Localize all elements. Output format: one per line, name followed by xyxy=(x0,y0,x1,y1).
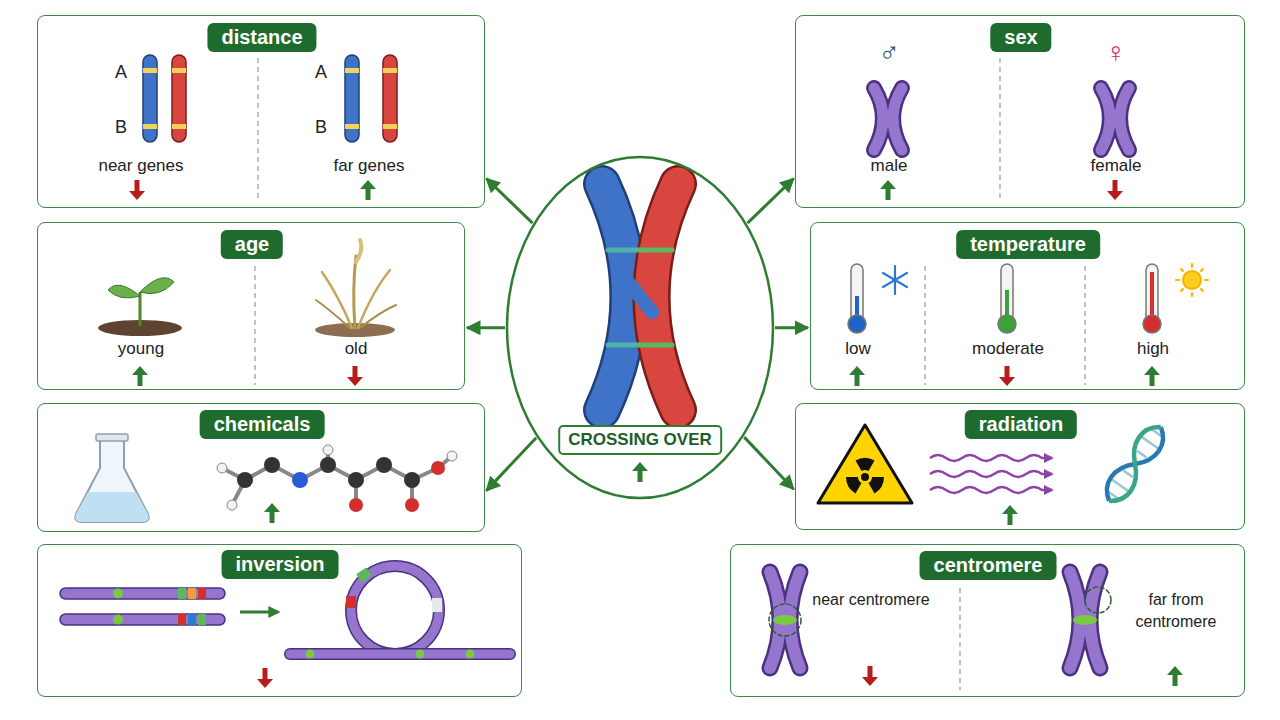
factor-label: near genes xyxy=(98,156,183,176)
molecule xyxy=(217,445,457,512)
factor-label: low xyxy=(845,339,871,359)
thermometer-low xyxy=(848,264,866,333)
factor-panel: distanceA Bnear genes A Bfar genes xyxy=(37,15,485,208)
sun xyxy=(1176,264,1208,296)
young-seedling xyxy=(98,278,182,336)
x-chromosome xyxy=(874,88,1129,150)
centromere-chromosomes xyxy=(769,572,1111,668)
gene-letter: A xyxy=(315,62,327,83)
panel-heading: radiation xyxy=(965,410,1077,439)
panel-heading: sex xyxy=(990,23,1051,52)
factor-panel: centromere near centromere far from centro… xyxy=(730,544,1245,697)
gene-letter: B xyxy=(315,117,327,138)
circle-outline xyxy=(507,157,773,498)
old-plant xyxy=(315,240,396,337)
factor-panel: age young old xyxy=(37,222,465,390)
factor-panel: radiation xyxy=(795,403,1245,530)
factor-arrow xyxy=(486,179,532,224)
inversion-chromosomes xyxy=(60,566,510,659)
gene-letter: B xyxy=(115,117,127,138)
flask xyxy=(75,434,149,522)
factor-label: near centromere xyxy=(811,589,931,611)
thermometer-moderate xyxy=(998,264,1016,333)
factor-label: female xyxy=(1090,156,1141,176)
factor-label: old xyxy=(345,339,368,359)
factor-panel: temperature low moderate high xyxy=(810,222,1245,390)
sex-symbol: ♂ xyxy=(879,38,900,69)
panel-heading: centromere xyxy=(920,551,1057,580)
panel-heading: age xyxy=(221,230,283,259)
factor-label: far genes xyxy=(334,156,405,176)
factor-arrow xyxy=(744,437,793,489)
panel-heading: chemicals xyxy=(200,410,325,439)
factor-label: young xyxy=(118,339,164,359)
radiation-sign xyxy=(818,425,912,503)
thermometer-high xyxy=(1143,264,1161,333)
factor-panel: chemicals xyxy=(37,403,485,532)
center-circle: CROSSING OVER xyxy=(505,155,775,500)
factor-panel: sex ♂ male ♀ female xyxy=(795,15,1245,208)
panel-heading: inversion xyxy=(222,550,339,579)
crossing-chromosome xyxy=(602,184,678,410)
factor-arrow xyxy=(775,326,808,329)
factor-label: male xyxy=(871,156,908,176)
dna-helix xyxy=(1099,420,1170,507)
factor-arrow xyxy=(467,326,505,329)
factor-label: high xyxy=(1137,339,1169,359)
snowflake xyxy=(883,266,907,294)
factor-label: moderate xyxy=(972,339,1044,359)
chromosome-pair xyxy=(143,55,397,142)
factor-panel: inversion xyxy=(37,544,522,697)
sex-symbol: ♀ xyxy=(1106,38,1127,69)
factor-arrow xyxy=(486,438,536,491)
panel-heading: temperature xyxy=(956,230,1100,259)
gene-letter: A xyxy=(115,62,127,83)
radiation-waves xyxy=(930,455,1052,493)
panel-heading: distance xyxy=(207,23,316,52)
center-label: CROSSING OVER xyxy=(558,425,722,455)
factor-label: far from centromere xyxy=(1121,589,1231,632)
factor-arrow xyxy=(748,179,794,224)
